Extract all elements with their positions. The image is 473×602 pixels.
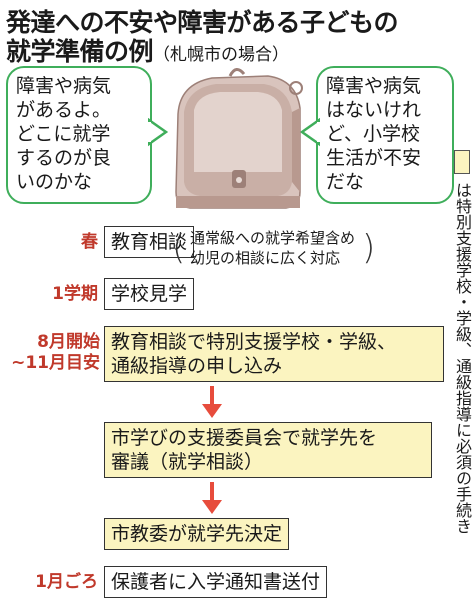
title-main: 就学準備の例 [6, 37, 154, 66]
bubble-left-line: するのが良 [16, 147, 112, 169]
step-line: 審議（就学相談） [111, 451, 264, 473]
down-arrow-icon [202, 482, 222, 514]
title-subtitle: （札幌市の場合） [153, 45, 290, 65]
step-box-notification: 保護者に入学通知書送付 [104, 566, 328, 598]
bubble-right-tail [300, 118, 320, 147]
bubble-left-line: どこに就学 [16, 123, 111, 145]
step-box-application: 教育相談で特別支援学校・学級、 通級指導の申し込み [104, 326, 444, 382]
step-box-committee: 市学びの支援委員会で就学先を 審議（就学相談） [104, 422, 432, 478]
step-box-school-visit: 学校見学 [104, 278, 195, 310]
step-box-decision: 市教委が就学先決定 [104, 518, 290, 550]
stage-text: 8月開始 [37, 332, 100, 352]
bubble-right-line: だな [326, 171, 365, 193]
stage-label-january: 1月ごろ [6, 572, 98, 593]
speech-bubble-right: 障害や病気 はないけれ ど、小学校 生活が不安 だな [316, 66, 454, 204]
step-line: 市学びの支援委員会で就学先を [111, 427, 378, 449]
bubble-right-line: 障害や病気 [326, 75, 422, 97]
bubble-right-line: ど、小学校 [326, 123, 421, 145]
stage-label-spring: 春 [6, 232, 98, 253]
note-line: 幼児の相談に広く対応 [190, 249, 341, 267]
stage-text: 1学期 [52, 284, 98, 304]
stage-text: ~11月目安 [11, 353, 100, 373]
randoseru-backpack-icon [175, 68, 303, 209]
note-line: 通常級への就学希望含め [190, 229, 356, 247]
step-line: 教育相談で特別支援学校・学級、 [111, 331, 397, 353]
speech-bubble-left: 障害や病気 があるよ。 どこに就学 するのが良 いのかな [6, 66, 152, 204]
legend: は特別支援学校・学級、通級指導に必須の手続き [452, 150, 472, 595]
stage-text: 春 [81, 232, 98, 252]
stage-label-term1: 1学期 [6, 284, 98, 305]
bubble-right-line: 生活が不安 [326, 147, 422, 169]
bubble-left-tail [148, 118, 168, 147]
down-arrow-icon [202, 386, 222, 418]
note-right-paren: ) [362, 228, 376, 268]
step-line: 通級指導の申し込み [111, 355, 283, 377]
title-line-1: 発達への不安や障害がある子どもの [6, 8, 399, 37]
bubble-left-line: 障害や病気 [16, 75, 112, 97]
stage-label-aug-nov: 8月開始 ~11月目安 [2, 332, 100, 374]
bubble-right-line: はないけれ [326, 99, 422, 121]
bubble-left-line: いのかな [16, 171, 93, 193]
consultation-note: 通常級への就学希望含め 幼児の相談に広く対応 [190, 228, 355, 268]
note-left-paren: ( [172, 228, 186, 268]
bubble-left-line: があるよ。 [16, 99, 112, 121]
title-line-2: 就学準備の例（札幌市の場合） [6, 32, 289, 68]
step-box-consultation: 教育相談 [104, 226, 195, 258]
stage-text: 1月ごろ [35, 572, 98, 592]
legend-swatch [454, 150, 470, 174]
legend-text: は特別支援学校・学級、通級指導に必須の手続き [453, 182, 472, 534]
